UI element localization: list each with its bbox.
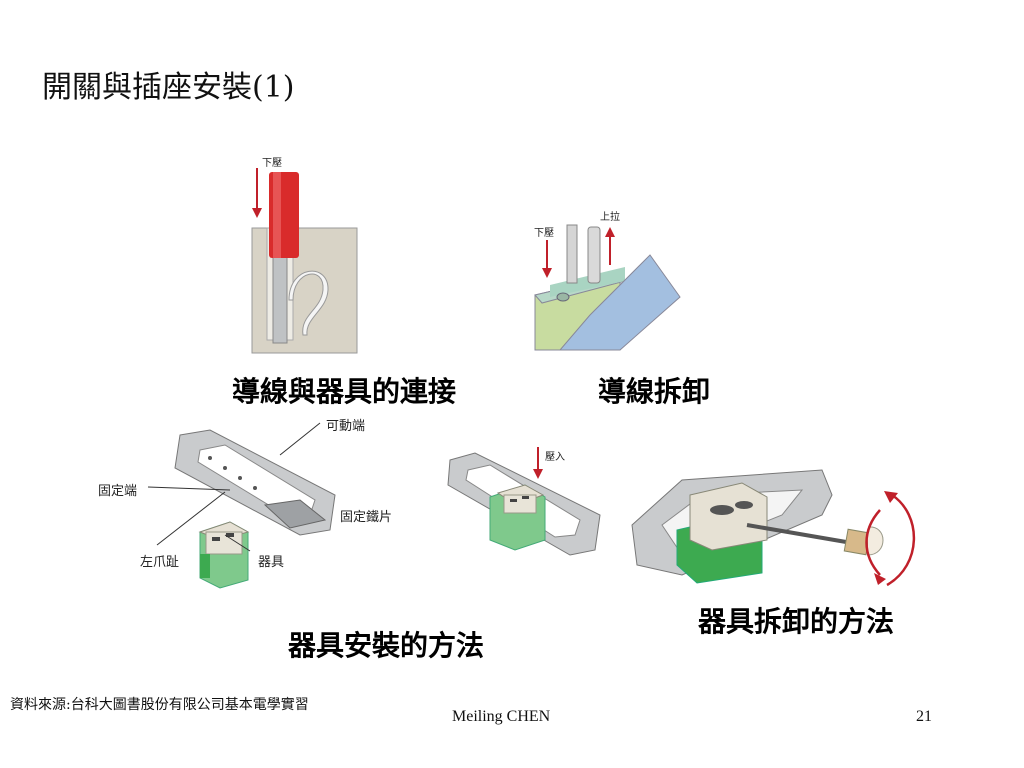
- label-press-down-1: 下壓: [262, 158, 282, 169]
- label-movable-end: 可動端: [326, 419, 366, 434]
- slide-title: 開關與插座安裝(1): [42, 70, 295, 105]
- figure-press-in: [447, 447, 601, 556]
- label-fixed-plate: 固定鐵片: [340, 510, 393, 525]
- footer-author: Meiling CHEN: [452, 708, 551, 725]
- caption-device-removal: 器具拆卸的方法: [698, 605, 895, 638]
- caption-device-installation: 器具安裝的方法: [288, 629, 485, 662]
- label-press-down-2: 下壓: [534, 228, 554, 239]
- caption-wire-connection: 導線與器具的連接: [232, 375, 457, 408]
- figure-wire-removal: [534, 224, 681, 351]
- label-device: 器具: [258, 555, 285, 570]
- figure-wire-connection: [251, 168, 358, 354]
- figure-mounting-frame: [174, 429, 336, 589]
- label-fixed-end: 固定端: [98, 484, 138, 499]
- footer-page-number: 21: [916, 708, 932, 725]
- label-left-claw: 左爪趾: [140, 555, 180, 570]
- caption-wire-removal: 導線拆卸: [598, 375, 711, 408]
- label-pull-up: 上拉: [600, 212, 620, 223]
- figure-device-removal: [631, 469, 916, 587]
- footer-source: 資料來源:台科大圖書股份有限公司基本電學實習: [10, 697, 309, 713]
- label-press-in: 壓入: [545, 452, 565, 463]
